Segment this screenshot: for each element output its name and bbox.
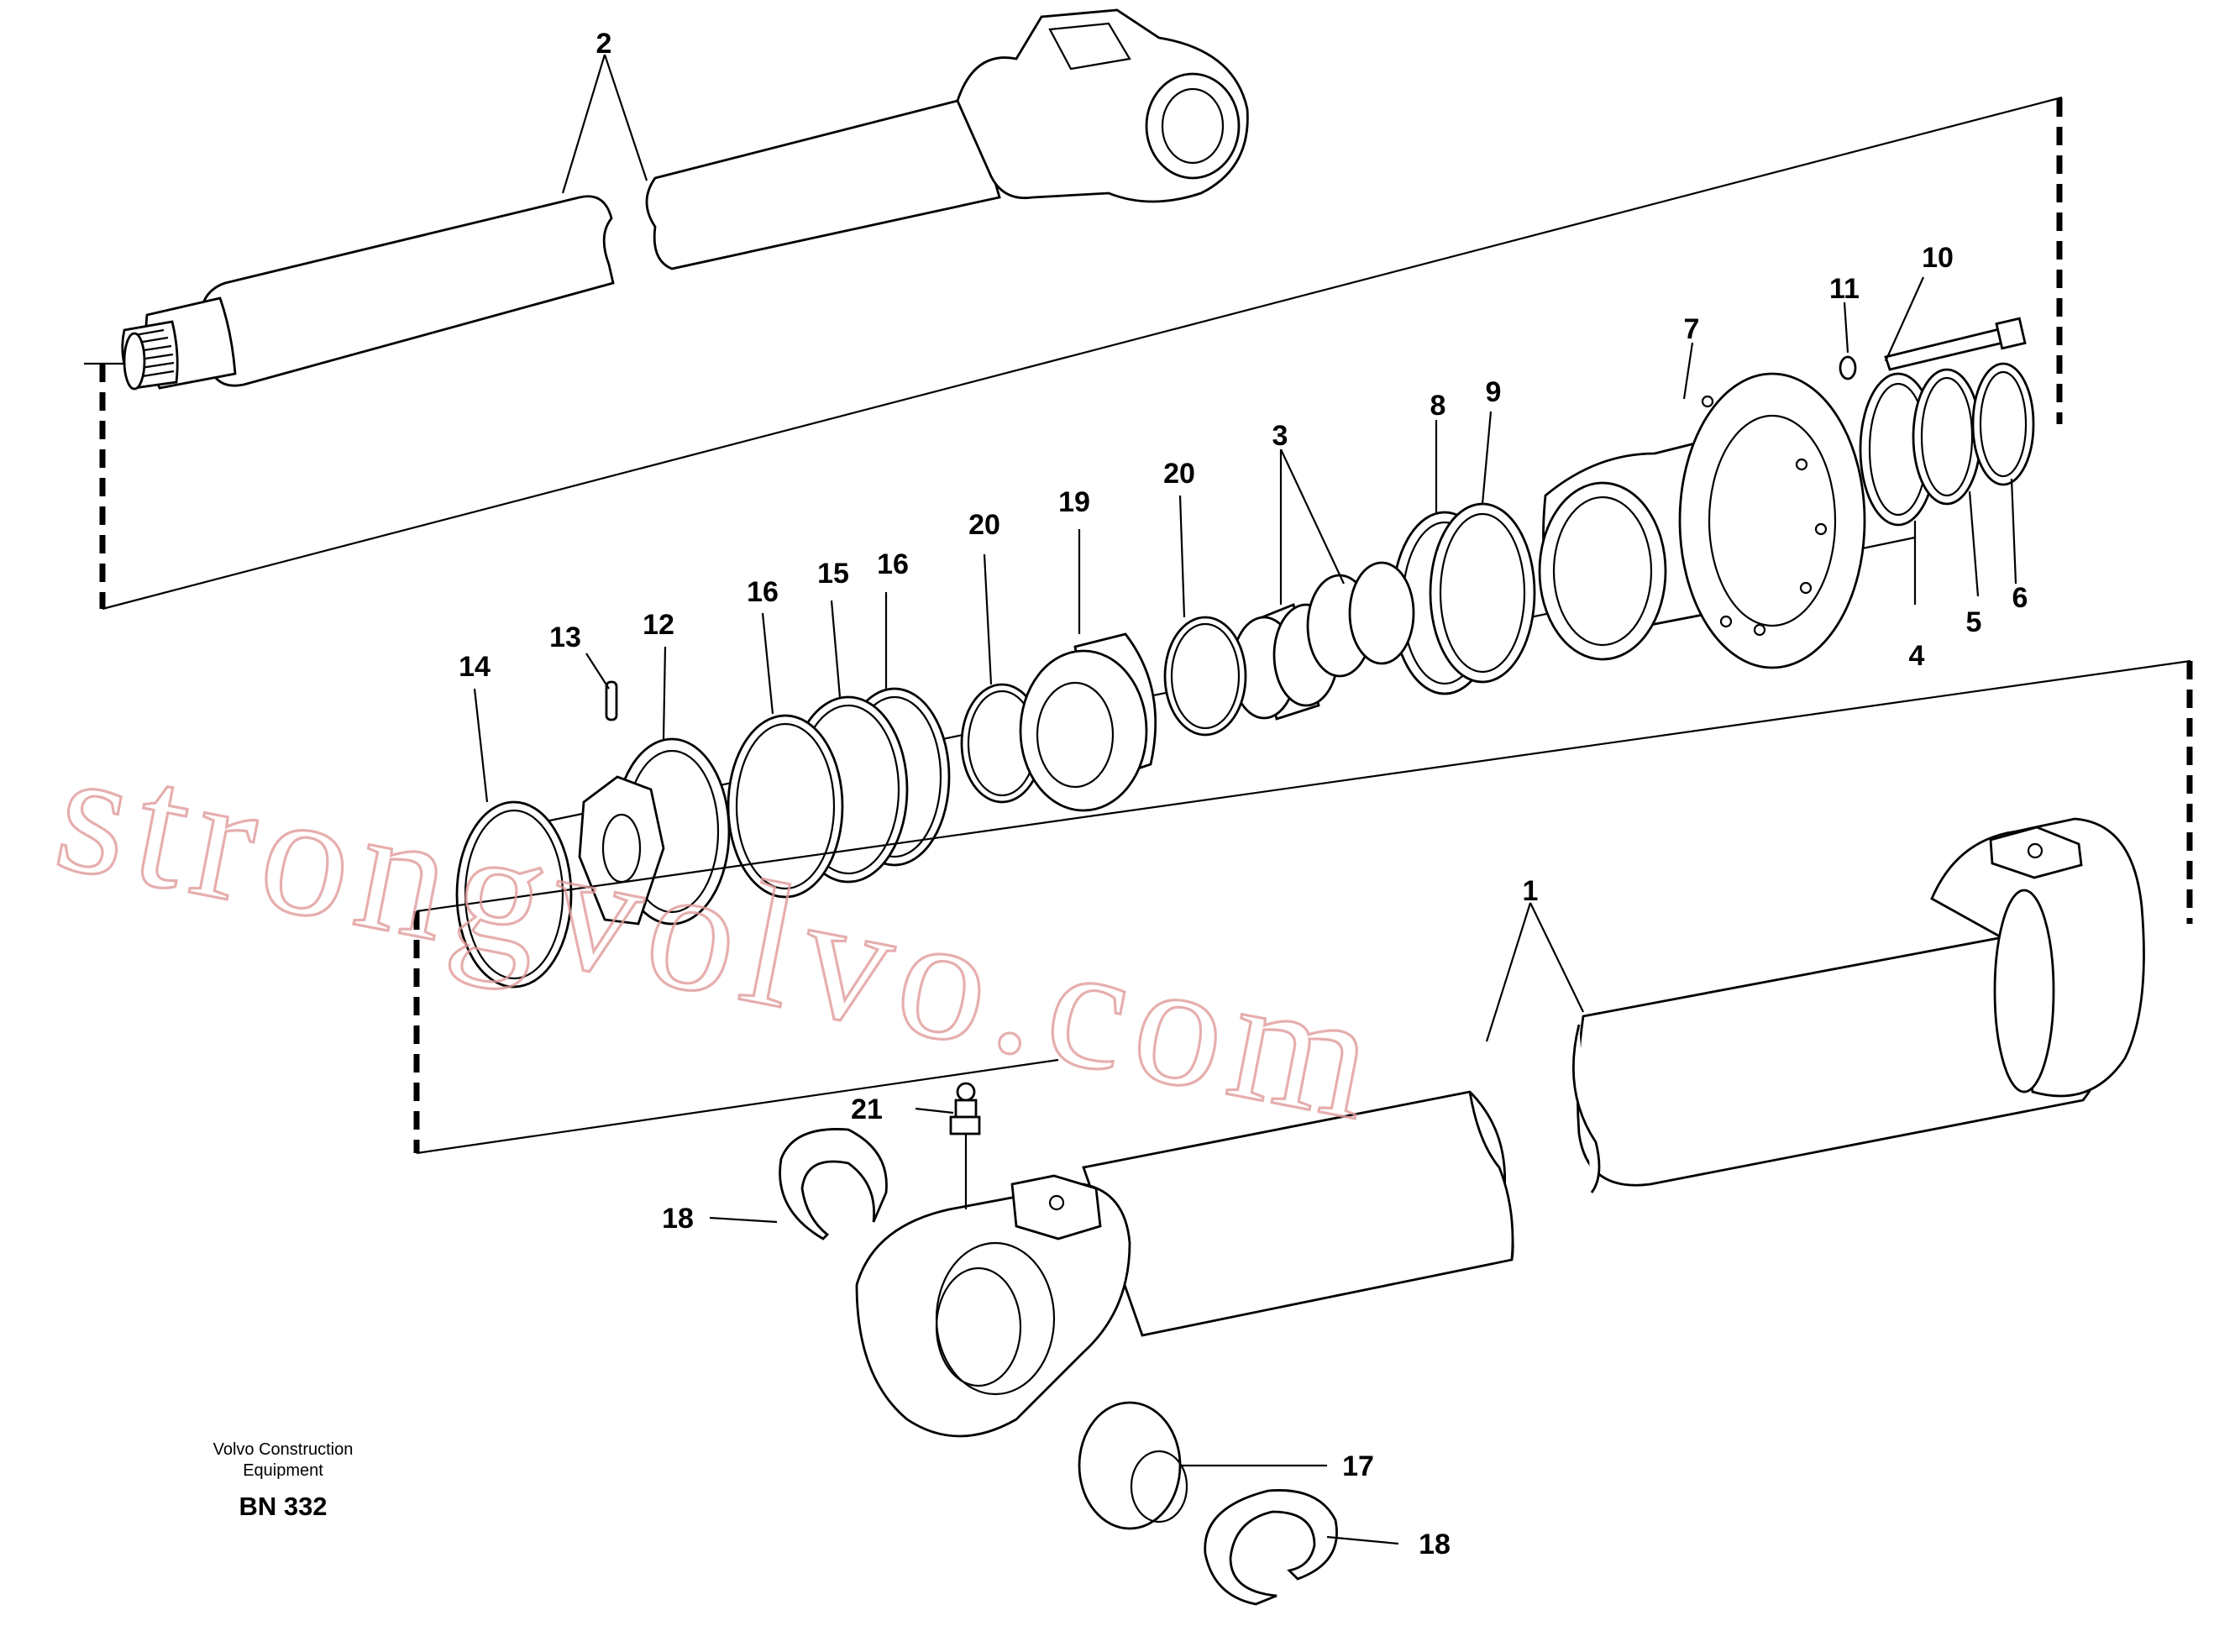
callout-20b: 20 <box>968 509 1000 541</box>
callout-13: 13 <box>549 621 581 653</box>
caption: Volvo Construction Equipment BN 332 <box>213 1440 354 1521</box>
callout-14: 14 <box>459 651 491 683</box>
callout-16a: 16 <box>747 576 779 608</box>
seal-5 <box>1912 368 1982 506</box>
callout-6: 6 <box>2012 582 2028 614</box>
callout-18a: 18 <box>662 1203 694 1235</box>
callout-10: 10 <box>1922 242 1954 274</box>
leader-lines <box>473 54 2017 1545</box>
circlip-18b <box>1204 1489 1338 1606</box>
screw-10 <box>1884 317 2027 371</box>
cylinder-head <box>1538 372 1866 669</box>
caption-line-1: Volvo Construction <box>213 1440 354 1459</box>
caption-code: BN 332 <box>239 1492 327 1521</box>
callouts: 2 1 3 4 5 6 7 8 9 10 11 12 13 14 15 16 1… <box>459 28 2028 1560</box>
callout-15: 15 <box>817 558 849 590</box>
seal-6 <box>1971 362 2035 486</box>
callout-19: 19 <box>1058 486 1090 518</box>
pin-13 <box>605 680 618 721</box>
o-ring-20a <box>1163 616 1247 737</box>
callout-4: 4 <box>1909 640 1925 672</box>
nut-12 <box>578 737 731 926</box>
circlip-18a <box>779 1128 888 1240</box>
grease-nipple-21 <box>949 1082 981 1209</box>
callout-5: 5 <box>1966 606 1982 638</box>
ring-14 <box>455 800 573 989</box>
callout-8: 8 <box>1430 390 1446 422</box>
callout-3: 3 <box>1272 420 1288 452</box>
callout-12: 12 <box>643 609 674 641</box>
callout-11: 11 <box>1829 273 1860 305</box>
piston-19 <box>1019 632 1157 812</box>
spherical-bearing-17 <box>1078 1401 1188 1530</box>
callout-17: 17 <box>1342 1450 1374 1482</box>
caption-line-2: Equipment <box>243 1461 323 1480</box>
cylinder-tube <box>855 817 2145 1438</box>
piston-rod <box>121 8 1249 391</box>
callout-1: 1 <box>1523 875 1539 907</box>
callout-20a: 20 <box>1163 458 1195 490</box>
callout-21: 21 <box>851 1093 883 1125</box>
callout-9: 9 <box>1486 376 1502 408</box>
callout-2: 2 <box>596 28 612 60</box>
tube-plane <box>413 659 2193 1155</box>
callout-18b: 18 <box>1419 1529 1451 1560</box>
washer-11 <box>1839 355 1857 380</box>
callout-7: 7 <box>1684 313 1700 345</box>
callout-16b: 16 <box>877 548 909 580</box>
ring-9 <box>1429 502 1536 684</box>
